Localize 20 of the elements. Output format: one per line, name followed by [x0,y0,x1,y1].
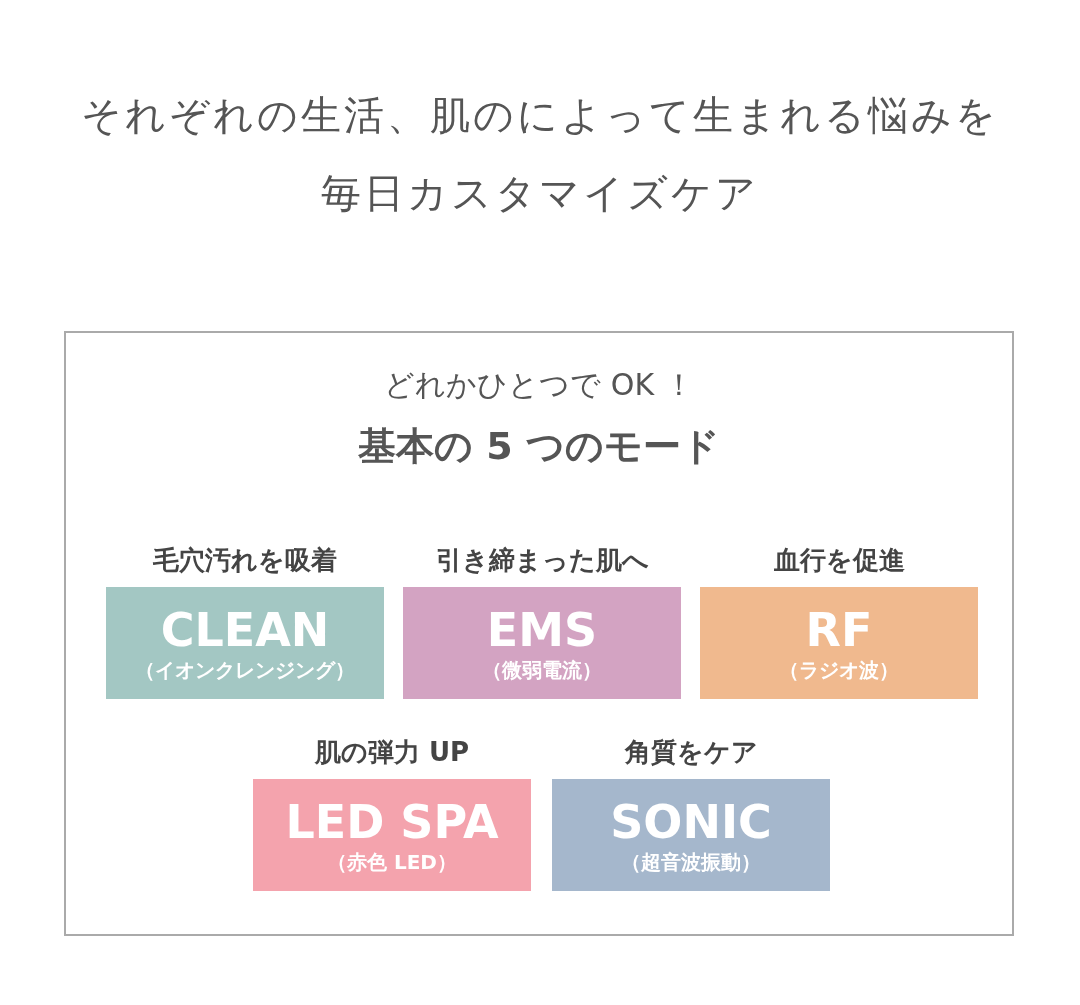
mode-description: （赤色 LED） [327,848,457,876]
mode-description: （ラジオ波） [779,656,899,684]
mode-description: （超音波振動） [621,848,761,876]
mode-description: （微弱電流） [482,656,602,684]
mode-caption: 引き締まった肌へ [434,544,650,577]
mode-name: CLEAN [160,602,330,657]
mode-name: EMS [486,602,598,657]
mode-name: LED SPA [285,794,499,849]
subtitle: 毎日カスタマイズケア [320,169,760,218]
mode-description: （イオンクレンジング） [135,656,355,684]
mode-name: SONIC [610,794,772,849]
panel-heading: 基本の 5 つのモード [357,423,721,470]
lead-text: どれかひとつで OK ！ [383,366,695,404]
panel-frame [64,331,1014,936]
mode-caption: 血行を促進 [772,544,906,577]
mode-caption: 肌の弾力 UP [313,736,471,769]
mode-caption: 毛穴汚れを吸着 [152,544,338,577]
mode-name: RF [805,602,873,657]
mode-caption: 角質をケア [623,736,759,769]
title: それぞれの生活、肌のによって生まれる悩みを [80,91,1000,140]
